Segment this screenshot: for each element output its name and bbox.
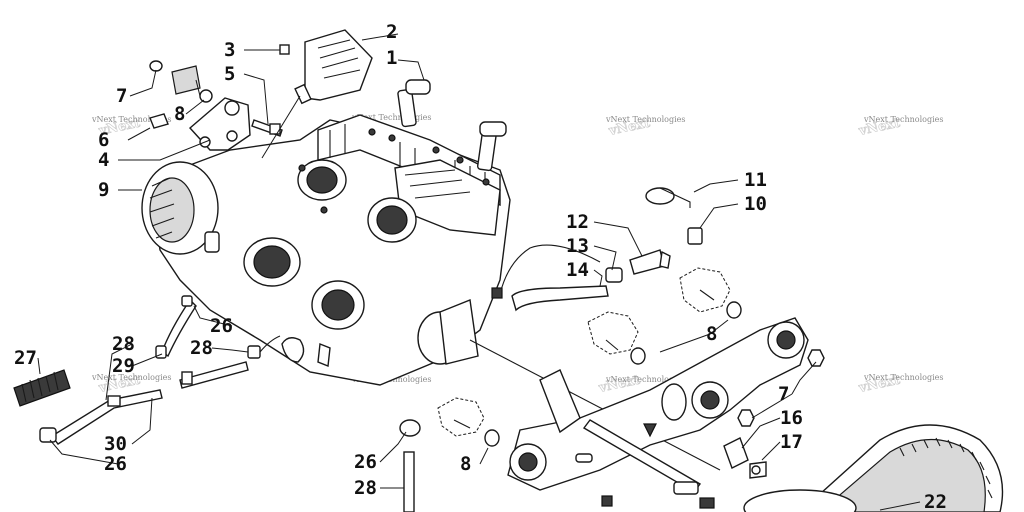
callout-labels: 1 2 3 4 5 6 7 7 8 8 8 9 10 11 12 13 14 1… xyxy=(14,21,947,512)
pulse-hose xyxy=(491,244,671,312)
watermark-text: vNext Technologies xyxy=(91,373,171,382)
callout-8: 8 xyxy=(174,103,185,125)
watermark-text: vNext Technologies xyxy=(351,113,431,122)
callout-26: 26 xyxy=(104,453,127,475)
watermark-text: vNext Technologies xyxy=(863,115,943,124)
callout-8: 8 xyxy=(460,453,471,475)
callout-8: 8 xyxy=(706,323,717,345)
intake-ports xyxy=(243,159,417,330)
clamp-11 xyxy=(645,187,691,208)
callout-16: 16 xyxy=(780,407,803,429)
callout-11: 11 xyxy=(744,169,767,191)
callout-22: 22 xyxy=(924,491,947,512)
callout-9: 9 xyxy=(98,179,109,201)
callout-28: 28 xyxy=(354,477,377,499)
vertical-hose xyxy=(399,419,421,512)
recoil-starter xyxy=(141,161,220,255)
fitting-10 xyxy=(687,227,703,245)
callout-28: 28 xyxy=(190,337,213,359)
callout-4: 4 xyxy=(98,149,109,171)
callout-30: 30 xyxy=(104,433,127,455)
rubber-mounts xyxy=(437,267,731,437)
spark-plug-boots xyxy=(397,79,507,172)
callout-29: 29 xyxy=(112,355,135,377)
callout-7: 7 xyxy=(116,85,127,107)
callout-17: 17 xyxy=(780,431,803,453)
drive-clutch xyxy=(743,489,857,512)
callout-1: 1 xyxy=(386,47,397,69)
spring-27 xyxy=(13,369,71,407)
callout-2: 2 xyxy=(386,21,397,43)
callout-28: 28 xyxy=(112,333,135,355)
screw-3 xyxy=(279,44,290,55)
bracket-16 xyxy=(723,437,749,469)
bolt-5 xyxy=(251,119,283,137)
callout-6: 6 xyxy=(98,129,109,151)
hardware-lower xyxy=(582,419,715,509)
drive-belt xyxy=(798,424,1004,512)
leader-lines xyxy=(37,33,921,511)
lift-handle xyxy=(294,29,373,105)
callout-12: 12 xyxy=(566,211,589,233)
bolt-17 xyxy=(749,461,767,479)
callout-10: 10 xyxy=(744,193,767,215)
callout-27: 27 xyxy=(14,347,37,369)
hose-under-engine xyxy=(281,337,331,367)
callout-7: 7 xyxy=(778,383,789,405)
callout-13: 13 xyxy=(566,235,589,257)
washer-stack-upper xyxy=(149,60,213,129)
watermark-text: vNext Technologies xyxy=(605,375,685,384)
callout-26: 26 xyxy=(210,315,233,337)
callout-26: 26 xyxy=(354,451,377,473)
watermark-text: vNext Technologies xyxy=(863,373,943,382)
engine-mount-bracket xyxy=(188,97,251,151)
watermark-text: vNext Technologies xyxy=(91,115,171,124)
fuel-lines xyxy=(39,295,281,445)
washers-8 xyxy=(484,301,742,447)
callout-14: 14 xyxy=(566,259,589,281)
crankshaft-output xyxy=(417,299,721,471)
watermark-text: vNext Technologies xyxy=(605,115,685,124)
head-bolts xyxy=(298,128,490,214)
engine-assembly xyxy=(141,79,721,471)
callout-5: 5 xyxy=(224,63,235,85)
drive-mount-plate xyxy=(507,317,809,491)
callout-3: 3 xyxy=(224,39,235,61)
nuts-7 xyxy=(737,349,825,427)
